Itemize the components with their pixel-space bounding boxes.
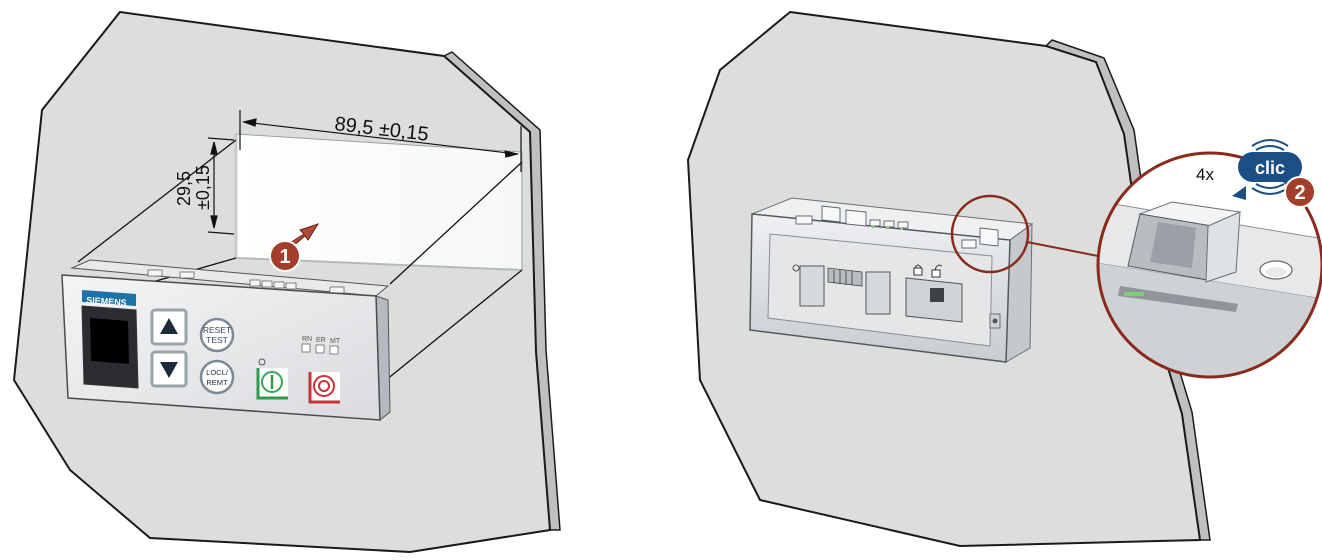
left-mounting-panel: 89,5 ±0,15 29,5 ±0,15 1 [12, 10, 561, 554]
power-off-icon [318, 380, 330, 392]
svg-text:RESET: RESET [203, 325, 231, 335]
led-label-mt: MT [330, 338, 341, 345]
arrow-up-icon [160, 318, 178, 334]
svg-text:LOCL/: LOCL/ [206, 368, 229, 377]
clic-badge: clic [1232, 139, 1302, 200]
clic-label: clic [1255, 158, 1285, 178]
height-dimension-label-1: 29,5 [174, 171, 194, 206]
button-local-remote: LOCL/ REMT [199, 359, 235, 395]
svg-text:TEST: TEST [206, 335, 228, 345]
base-mounting-frame [749, 197, 1034, 363]
detail-highlight-circle [950, 194, 1030, 274]
svg-text:2: 2 [1294, 182, 1305, 204]
ribbon-connector [799, 265, 891, 315]
right-mounting-panel: 4x clic 2 [686, 10, 1322, 548]
step-marker-1: 1 [269, 240, 301, 272]
height-dimension-label-2: ±0,15 [193, 165, 213, 210]
button-down [150, 350, 188, 388]
brand-logo: SIEMENS [86, 295, 127, 308]
svg-text:1: 1 [279, 246, 290, 268]
step-marker-2: 2 [1284, 176, 1316, 208]
led-label-er: ER [316, 337, 326, 344]
button-reset-test: RESET TEST [199, 317, 235, 353]
lock-open-icon [931, 264, 943, 278]
callout-connector [1026, 241, 1099, 257]
brand-strip [82, 290, 136, 306]
width-dimension [239, 110, 522, 172]
button-on [256, 358, 288, 400]
button-up [150, 308, 188, 346]
operator-panel-device: SIEMENS RESET TEST LOCL/ [61, 259, 391, 422]
button-off [308, 372, 340, 404]
clic-count-label: 4x [1196, 165, 1214, 184]
status-leds: RN ER MT [301, 336, 341, 355]
led-label-rn: RN [302, 336, 312, 343]
lock-closed-icon [913, 264, 923, 276]
zoom-detail [1096, 151, 1322, 379]
svg-text:REMT: REMT [206, 378, 228, 387]
arrow-down-icon [160, 362, 178, 378]
